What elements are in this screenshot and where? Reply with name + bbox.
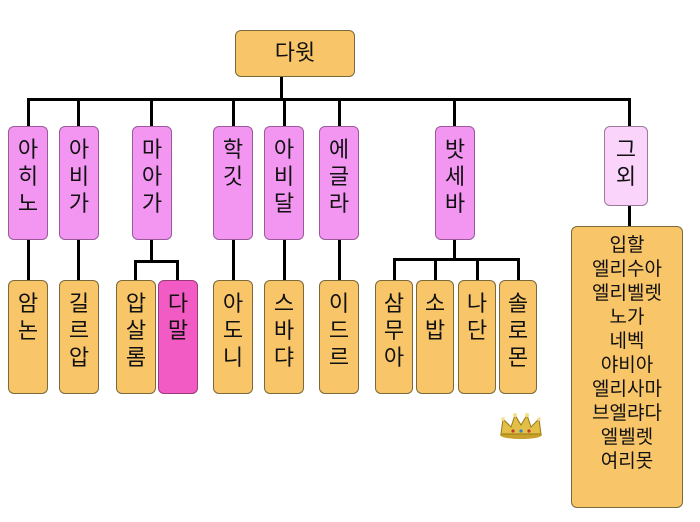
connector-child-7c: [476, 258, 479, 280]
connector-down-7: [453, 98, 456, 126]
connector-down-6: [338, 98, 341, 126]
connector-child-3-h: [134, 260, 178, 263]
others-child-7: 엘리사마: [592, 378, 662, 400]
connector-down-1: [27, 98, 30, 126]
connector-child-7d: [517, 258, 520, 280]
others-child-6: 야비아: [600, 354, 654, 376]
connector-child-1: [27, 240, 30, 280]
connector-down-4: [232, 98, 235, 126]
connector-down-2: [77, 98, 80, 126]
connector-child-7b: [434, 258, 437, 280]
crown-icon: [500, 413, 542, 439]
others-child-1: 입할: [609, 234, 645, 256]
connector-child-6: [338, 240, 341, 280]
others-child-5: 네벡: [609, 330, 645, 352]
connector-child-7-h: [393, 258, 519, 261]
others-child-10: 여리못: [600, 450, 654, 472]
connector-child-7a: [393, 258, 396, 280]
connector-child-3a: [134, 260, 137, 280]
connector-main-horizontal: [27, 98, 630, 101]
others-child-4: 노가: [609, 306, 645, 328]
connector-child-8: [628, 206, 631, 226]
connector-child-7-stem: [453, 240, 456, 260]
connector-child-4: [232, 240, 235, 280]
others-children-list: 입할 엘리수아 엘리벨렛 노가 네벡 야비아 엘리사마 브엘랴다 엘벨렛 여리못: [571, 226, 683, 508]
connector-down-5: [283, 98, 286, 126]
connector-down-3: [150, 98, 153, 126]
connector-child-3b: [176, 260, 179, 280]
others-child-8: 브엘랴다: [592, 402, 662, 424]
root-label: 다윗: [274, 41, 316, 66]
connector-child-5: [283, 240, 286, 280]
connector-child-3-stem: [150, 240, 153, 262]
root-node: 다윗: [235, 30, 355, 77]
connector-root-down: [280, 77, 283, 99]
others-child-2: 엘리수아: [592, 258, 662, 280]
connector-down-8: [628, 98, 631, 126]
others-child-9: 엘벨렛: [600, 426, 654, 448]
others-child-3: 엘리벨렛: [592, 282, 662, 304]
connector-child-2: [77, 240, 80, 280]
